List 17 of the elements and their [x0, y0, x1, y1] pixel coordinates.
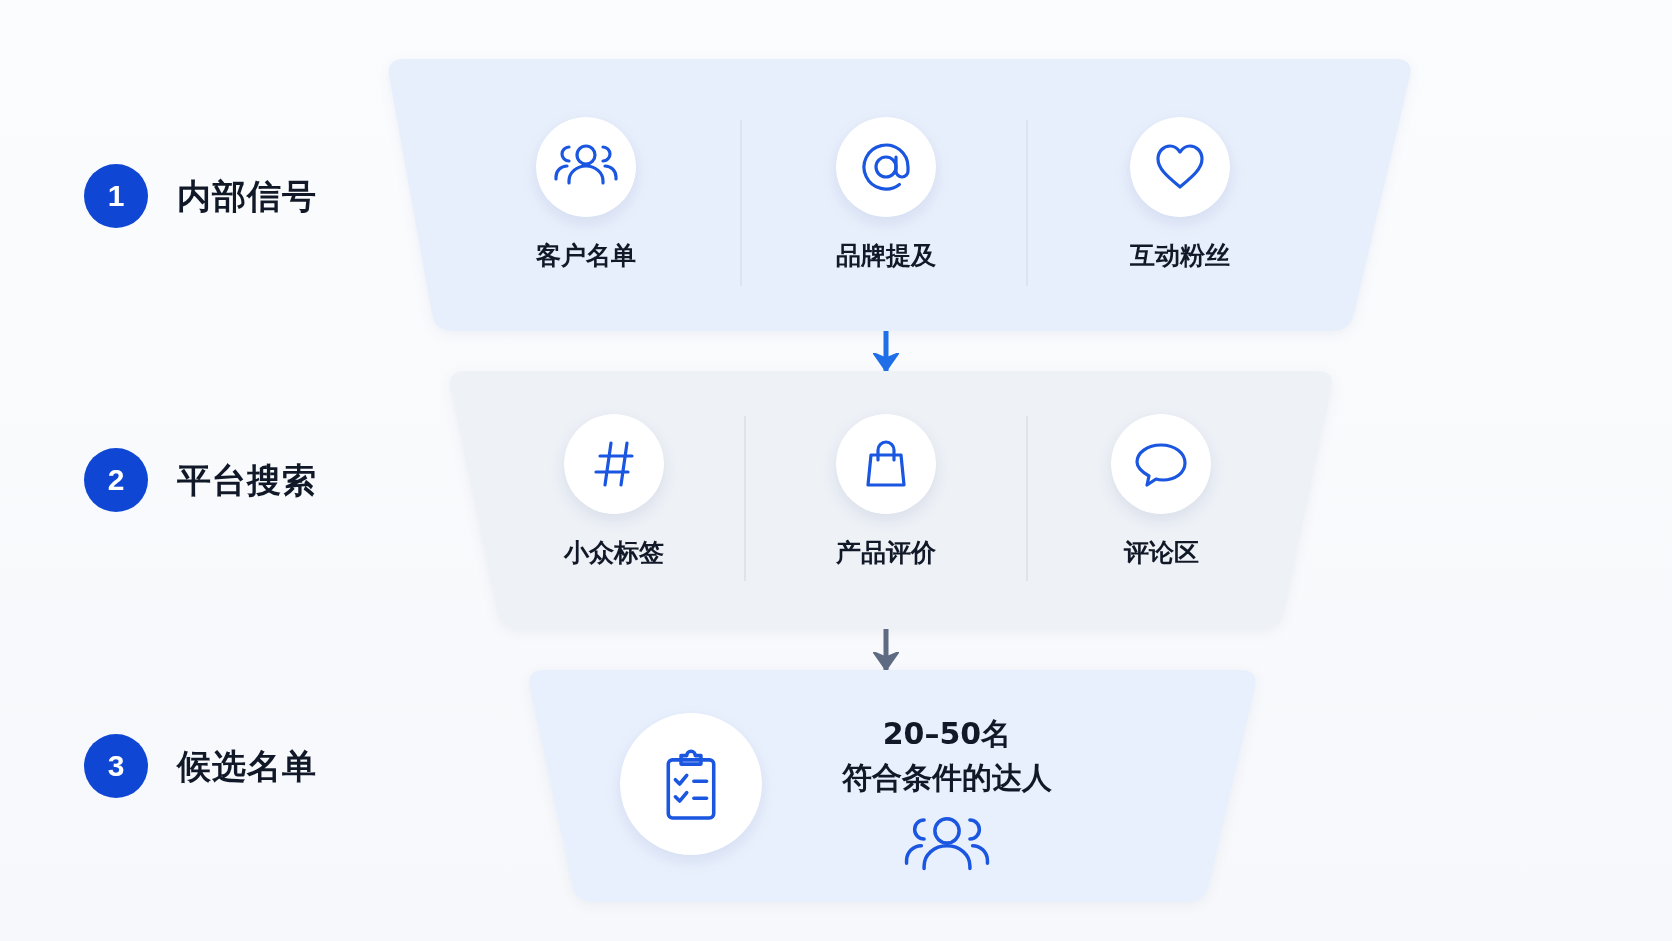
step-title: 候选名单 — [177, 745, 317, 788]
item-label: 评论区 — [1123, 537, 1199, 569]
clipboard-checklist-icon — [620, 713, 762, 855]
item-label: 互动粉丝 — [1130, 240, 1230, 272]
item-label: 小众标签 — [564, 537, 664, 569]
item-label: 品牌提及 — [836, 240, 936, 272]
step-number: 1 — [84, 164, 148, 228]
step-number: 3 — [84, 734, 148, 798]
step-title: 平台搜索 — [177, 459, 317, 502]
item-label: 产品评价 — [836, 537, 936, 569]
arrow — [872, 629, 900, 671]
count-text: 20–50名 — [882, 715, 1012, 753]
step-number: 2 — [84, 448, 148, 512]
step-title: 内部信号 — [177, 175, 317, 218]
arrow — [872, 331, 900, 372]
description-text: 符合条件的达人 — [842, 759, 1052, 797]
item-label: 客户名单 — [536, 240, 636, 272]
